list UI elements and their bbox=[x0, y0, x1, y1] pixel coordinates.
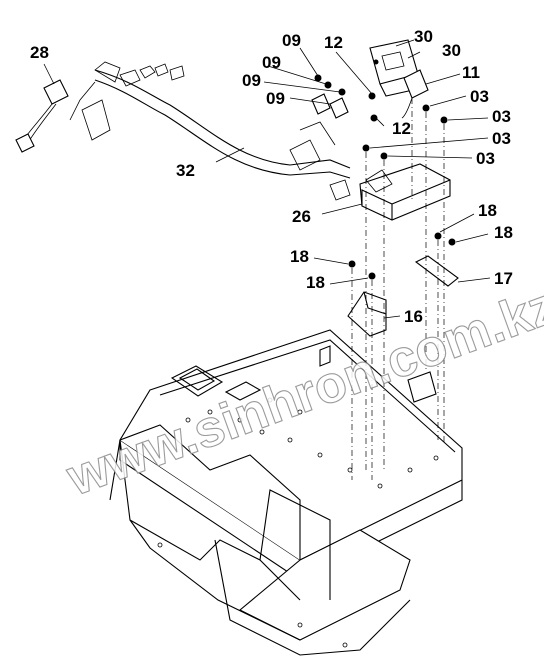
callout-12-a: 12 bbox=[324, 33, 343, 52]
wire-harness-32 bbox=[69, 61, 351, 201]
relay-11 bbox=[401, 69, 429, 119]
callout-26: 26 bbox=[292, 207, 311, 226]
bracket-17 bbox=[414, 232, 459, 287]
bracket-16 bbox=[347, 260, 387, 337]
callout-09-a: 09 bbox=[282, 31, 301, 50]
callout-30-a: 30 bbox=[414, 27, 433, 46]
callout-18-a: 18 bbox=[478, 201, 497, 220]
relay-bracket-30 bbox=[369, 39, 423, 97]
callout-17: 17 bbox=[494, 269, 513, 288]
callout-28: 28 bbox=[30, 43, 49, 62]
connector-28 bbox=[15, 79, 69, 153]
callout-03-d: 03 bbox=[476, 149, 495, 168]
callout-09-c: 09 bbox=[242, 71, 261, 90]
callout-09-b: 09 bbox=[262, 53, 281, 72]
callout-03-c: 03 bbox=[492, 129, 511, 148]
callout-32: 32 bbox=[176, 161, 195, 180]
callout-18-b: 18 bbox=[494, 223, 513, 242]
callout-12-b: 12 bbox=[392, 119, 411, 138]
bolts-12 bbox=[368, 92, 378, 122]
callout-09-d: 09 bbox=[266, 89, 285, 108]
leader-lines bbox=[43, 39, 491, 319]
lower-cover-panel bbox=[109, 424, 411, 656]
assembly-centerlines bbox=[351, 98, 445, 480]
callout-03-a: 03 bbox=[470, 87, 489, 106]
callout-30-b: 30 bbox=[442, 41, 461, 60]
callout-labels: 28 09 09 09 09 12 12 30 30 11 03 03 03 0… bbox=[30, 27, 513, 326]
callout-18-d: 18 bbox=[306, 273, 325, 292]
callout-16: 16 bbox=[404, 307, 423, 326]
bolts-03 bbox=[362, 104, 448, 160]
controller-box-26 bbox=[359, 163, 451, 221]
callout-03-b: 03 bbox=[492, 107, 511, 126]
callout-11: 11 bbox=[462, 63, 480, 82]
small-parts-09 bbox=[311, 74, 349, 119]
callout-18-c: 18 bbox=[290, 247, 309, 266]
